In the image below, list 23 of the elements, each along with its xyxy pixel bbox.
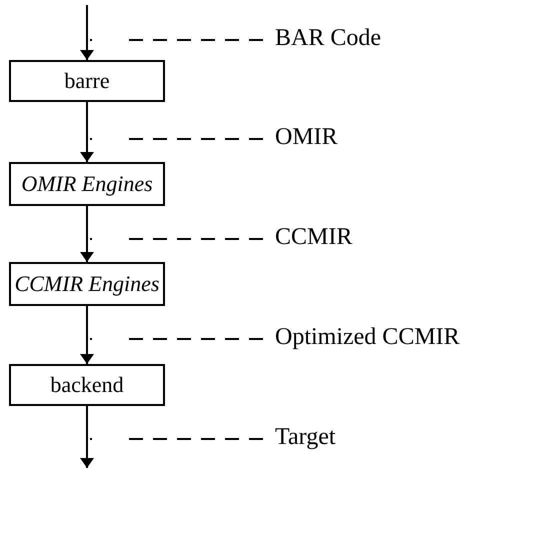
flow-label: OMIR	[275, 124, 338, 150]
box-label: CCMIR Engines	[14, 271, 160, 297]
arrow	[80, 306, 94, 364]
arrow	[80, 206, 94, 262]
leader-line	[90, 138, 263, 140]
arrow	[80, 406, 94, 468]
process-box	[9, 60, 165, 102]
flow-label: BAR Code	[275, 24, 382, 52]
flow-label: CCMIR	[275, 224, 352, 250]
process-box	[9, 162, 165, 206]
arrow	[80, 5, 94, 60]
box-label: OMIR Engines	[21, 171, 153, 197]
box-label: backend	[50, 372, 124, 398]
box-label: barre	[64, 68, 110, 94]
flow-label: Optimized CCMIR	[275, 324, 460, 350]
flow-label: Target	[275, 424, 336, 450]
leader-line	[90, 238, 263, 240]
arrow	[80, 102, 94, 162]
leader-line	[90, 338, 263, 340]
leader-line	[90, 438, 263, 440]
process-box	[9, 364, 165, 406]
leader-line	[90, 39, 263, 41]
process-box	[9, 262, 165, 306]
